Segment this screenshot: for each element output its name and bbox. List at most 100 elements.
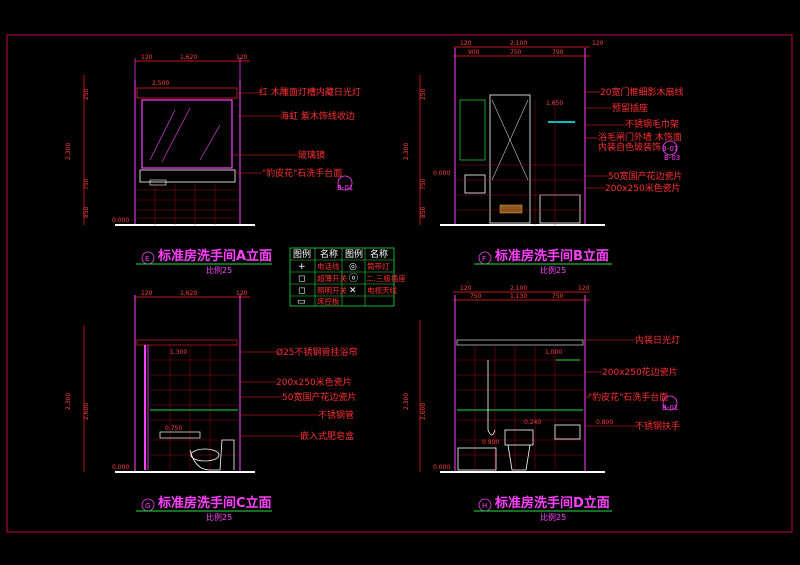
elev-c-dim-top-3: 120 (236, 290, 248, 297)
elev-d-dim-side-1: 2,300 (403, 393, 410, 410)
elev-b-title: 标准房洗手间B立面 (494, 248, 609, 264)
elev-d-level-0: 0.000 (433, 464, 450, 471)
elev-a-title: 标准房洗手间A立面 (157, 248, 272, 264)
elev-b-label-1: 20宽门框细影木扇线 (600, 86, 683, 98)
elev-d-dim-top-3: 120 (578, 285, 590, 292)
elev-d-title: 标准房洗手间D立面 (494, 495, 610, 511)
elev-a-level-top: 2,500 (152, 80, 169, 87)
legend-name-4: 二,三极插座 (366, 273, 406, 283)
legend-icon-bed-panel: ▭ (297, 297, 306, 307)
elev-c-title: 标准房洗手间C立面 (157, 495, 272, 511)
elev-c-scale: 比例25 (206, 512, 232, 522)
elev-b-dim-top-4: 900 (468, 49, 480, 56)
legend-header-4: 名称 (370, 248, 388, 260)
elev-c-dim-side-2: 2,600 (83, 403, 90, 420)
elev-d-tag-1: B-01 (662, 404, 678, 412)
elev-b-dim-side-3: 750 (420, 178, 427, 190)
elev-b-label-7: 200x250米色瓷片 (605, 182, 681, 194)
elev-b-label-2: 预留插座 (612, 102, 648, 114)
elev-b-dim-top-1: 120 (460, 40, 472, 47)
elev-d-dim-top-6: 750 (552, 293, 564, 300)
legend-header-3: 图例 (345, 248, 363, 260)
elev-c-level-0: 0.000 (112, 464, 129, 471)
elev-a-marker: E (145, 255, 149, 263)
elev-b-label-3: 不锈钢毛巾架 (625, 118, 679, 130)
elevation-b: 120 2,100 120 900 750 790 2,300 250 750 … (403, 40, 683, 275)
elev-d-level-1: 0.900 (482, 439, 499, 446)
elev-c-label-2: 200x250米色瓷片 (276, 376, 352, 388)
elev-b-marker: F (482, 255, 486, 263)
elev-b-level-mid: 1,650 (546, 100, 563, 107)
elev-a-dim-top-3: 120 (236, 54, 248, 61)
elev-b-dim-side-1: 2,300 (403, 143, 410, 160)
legend-icon-tv: ✕ (349, 286, 357, 296)
elev-a-dim-side-2: 250 (83, 88, 90, 100)
elev-a-dim-top-2: 1,620 (180, 54, 197, 61)
elev-a-label-4: "豹皮花"石洗手台面 (262, 167, 342, 179)
elev-c-label-4: 不锈钢管 (318, 409, 354, 421)
elev-b-dim-side-2: 250 (420, 88, 427, 100)
elev-a-tag-1: B-01 (337, 184, 353, 192)
elev-a-dim-top-1: 120 (141, 54, 153, 61)
elev-d-dim-top-1: 120 (460, 285, 472, 292)
elev-d-label-4: 不锈钢扶手 (635, 420, 680, 432)
sheet-border (6, 34, 793, 533)
elev-c-level-2: 0.750 (165, 425, 182, 432)
elev-a-dim-side-3: 750 (83, 178, 90, 190)
elev-d-label-3: "豹皮花"石洗手台面 (588, 391, 668, 403)
legend-name-1: 电话线 (317, 261, 340, 271)
elev-d-scale: 比例25 (540, 512, 566, 522)
elev-b-dim-top-5: 750 (510, 49, 522, 56)
elev-d-marker: H (482, 502, 487, 510)
elev-b-scale: 比例25 (540, 265, 566, 275)
elev-c-label-3: 50宽国产花边瓷片 (282, 391, 356, 403)
elev-b-tag-1: B-07 (662, 145, 678, 153)
legend-icon-switch: ◻ (298, 274, 305, 284)
elev-d-dim-top-5: 1,130 (510, 293, 527, 300)
legend-header-2: 名称 (320, 248, 338, 260)
legend-header-1: 图例 (293, 248, 311, 260)
elev-d-label-1: 内装日光灯 (635, 334, 680, 346)
elev-a-label-2: 海虹 紫木饰线收边 (280, 110, 355, 122)
elev-a-level-0: 0.000 (112, 217, 129, 224)
elev-b-dim-top-6: 790 (552, 49, 564, 56)
elev-c-level-1: 1,300 (170, 349, 187, 356)
elev-b-label-5: 内装自色玻装饰 (598, 141, 661, 153)
elev-a-dim-side-1: 2,300 (65, 143, 72, 160)
elev-a-scale: 比例25 (206, 265, 232, 275)
legend-icon-light-switch: ◻ (298, 286, 305, 296)
elev-b-label-6: 50宽国产花边瓷片 (608, 170, 682, 182)
elev-a-label-3: 玻璃镜 (298, 149, 325, 161)
elev-d-level-2: 0.240 (524, 419, 541, 426)
elev-b-label-4: 浴毛闸门外墙 木饰面 (598, 131, 682, 143)
elev-c-dim-top-1: 120 (141, 290, 153, 297)
elev-a-dim-side-4: 850 (83, 206, 90, 218)
legend-icon-socket: ⓞ (349, 273, 358, 284)
elev-c-dim-side-1: 2,300 (65, 393, 72, 410)
legend-icon-phone: + (298, 262, 306, 272)
elev-a-label-1: 红 木雕面灯槽内藏日光灯 (259, 86, 361, 98)
legend-name-3: 超薄开关 (317, 273, 347, 283)
elev-d-level-4: 1,000 (545, 349, 562, 356)
elev-d-label-2: 200x250花边瓷片 (602, 366, 678, 378)
legend-name-6: 电视天线 (367, 285, 397, 295)
legend-icon-light: ◎ (349, 262, 357, 272)
elevation-d: 120 2,100 120 750 1,130 750 2,300 2,600 … (403, 285, 680, 522)
elevation-a: 120 1,620 120 2,300 250 750 850 0.000 2,… (65, 54, 361, 275)
elev-b-level-0: 0.000 (433, 170, 450, 177)
elev-d-dim-side-2: 2,600 (420, 403, 427, 420)
elev-d-dim-top-4: 750 (470, 293, 482, 300)
elev-d-dim-top-2: 2,100 (510, 285, 527, 292)
elev-b-dim-top-2: 2,100 (510, 40, 527, 47)
elev-b-dim-top-3: 120 (592, 40, 604, 47)
elev-c-dim-top-2: 1,620 (180, 290, 197, 297)
elevation-c: 120 1,620 120 2,300 2,600 0.000 1,300 0.… (65, 290, 358, 522)
legend-table: 图例 名称 图例 名称 + 电话线 ◎ 筒带灯 ◻ 超薄开关 ⓞ 二,三极插座 … (289, 247, 406, 307)
elev-b-tag-2: B-03 (664, 154, 680, 162)
elev-c-marker: G (145, 502, 150, 510)
elev-c-label-5: 嵌入式肥皂盒 (300, 430, 354, 442)
legend-name-5: 照明开关 (317, 285, 347, 295)
elev-d-level-3: 0.800 (596, 419, 613, 426)
elev-b-dim-side-4: 850 (420, 206, 427, 218)
